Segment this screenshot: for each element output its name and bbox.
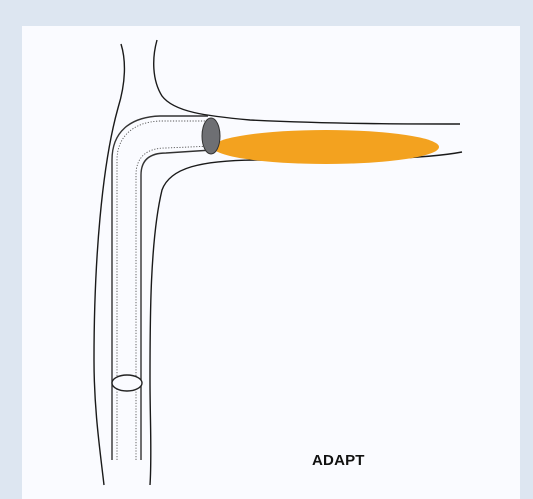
technique-label: ADAPT xyxy=(312,452,365,469)
catheter-lower-inner-line xyxy=(136,146,212,460)
thrombus-clot xyxy=(213,130,439,164)
catheter-lower-outer-line xyxy=(141,150,212,460)
catheter-tip-marker xyxy=(202,118,220,154)
catheter-inner-line xyxy=(117,121,208,460)
vessel-left-wall xyxy=(94,44,124,485)
vessel-branch-lower-wall xyxy=(150,152,462,485)
sheath-ring-icon xyxy=(112,375,142,391)
vessel-right-wall-upper xyxy=(154,40,460,124)
catheter-outer-line xyxy=(112,116,208,460)
